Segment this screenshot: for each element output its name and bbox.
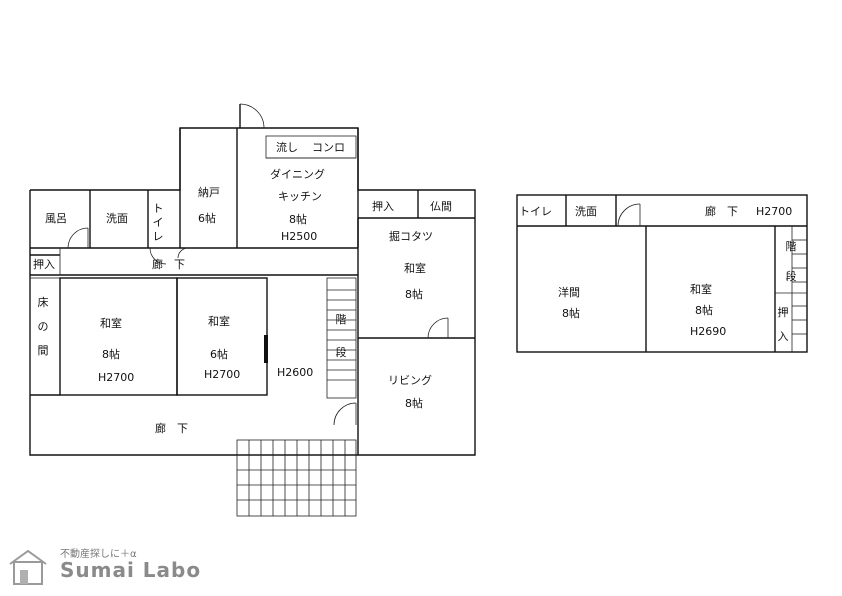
house-logo-icon — [9, 549, 47, 585]
label-stove: コンロ — [312, 141, 345, 154]
label-storage-size: 6帖 — [198, 212, 216, 225]
sumai-labo-logo: 不動産探しに＋α Sumai Labo — [8, 545, 228, 590]
label-washitsu2-size: 6帖 — [210, 348, 228, 361]
label-tokonoma: 床 の 間 — [38, 295, 49, 357]
label-dining-1: ダイニング — [270, 167, 325, 181]
label-tokonoma-1: 床 — [38, 295, 49, 309]
label-hallway-bottom: 廊 下 — [155, 421, 188, 435]
label-butsuma: 仏間 — [430, 200, 452, 213]
label-washitsu1-size: 8帖 — [102, 348, 120, 361]
label-washitsu2-height: H2700 — [204, 368, 240, 381]
label-tokonoma-3: 間 — [38, 344, 49, 357]
label-f2-closet: 押 入 — [778, 305, 789, 343]
label-tokonoma-2: の — [38, 320, 49, 333]
label-closet-left: 押入 — [33, 257, 55, 271]
stairs-floor1 — [326, 277, 357, 399]
label-f2-washitsu-height: H2690 — [690, 325, 726, 338]
label-f2-closet-2: 入 — [778, 330, 789, 343]
label-kotatsu-room: 和室 — [404, 261, 426, 275]
floor-2: トイレ 洗面 廊 下 H2700 洋間 8帖 和室 8帖 H2690 階 段 押… — [516, 194, 808, 353]
label-f2-washroom: 洗面 — [575, 205, 597, 218]
label-bath: 風呂 — [45, 212, 67, 225]
label-stairs-floor1: 階 段 — [336, 312, 347, 359]
label-kotatsu: 掘コタツ — [389, 229, 433, 243]
label-washitsu1: 和室 — [100, 316, 122, 330]
label-f2-washitsu-size: 8帖 — [695, 304, 713, 317]
label-toilet-2: イ — [153, 216, 164, 229]
label-f2-stairs-1: 階 — [786, 239, 797, 253]
label-hallway-top: 廊 下 — [152, 257, 185, 271]
deck-grid — [236, 439, 357, 517]
logo-tagline: 不動産探しに＋α — [60, 549, 137, 560]
label-stairs-1: 階 — [336, 312, 347, 326]
label-stairs-2: 段 — [336, 345, 347, 359]
label-washroom: 洗面 — [106, 212, 128, 225]
label-kotatsu-size: 8帖 — [405, 288, 423, 301]
label-f2-hallway: 廊 下 — [705, 204, 738, 218]
label-hall-height: H2600 — [277, 366, 313, 379]
label-toilet-3: レ — [153, 230, 164, 243]
label-closet-right: 押入 — [372, 199, 394, 213]
label-f2-youma: 洋間 — [558, 285, 580, 299]
label-living: リビング — [388, 373, 432, 387]
label-dining-height: H2500 — [281, 230, 317, 243]
label-living-size: 8帖 — [405, 397, 423, 410]
label-f2-hallway-height: H2700 — [756, 205, 792, 218]
label-f2-stairs-2: 段 — [786, 269, 797, 283]
stairs-floor2 — [791, 226, 807, 352]
floor-1: 風呂 洗面 ト イ レ 納戸 6帖 流し コンロ ダイニング キッチン 8帖 H… — [29, 103, 476, 517]
label-f2-closet-1: 押 — [778, 305, 789, 319]
label-sink: 流し — [276, 140, 298, 154]
label-toilet-1: ト — [153, 202, 164, 215]
label-f2-youma-size: 8帖 — [562, 307, 580, 320]
logo-brand: Sumai Labo — [60, 558, 202, 582]
label-toilet-vertical: ト イ レ — [153, 202, 164, 243]
label-f2-toilet: トイレ — [519, 205, 552, 218]
label-dining-size: 8帖 — [289, 213, 307, 226]
label-storage: 納戸 — [198, 186, 220, 199]
label-f2-stairs: 階 段 — [786, 239, 797, 283]
label-washitsu1-height: H2700 — [98, 371, 134, 384]
label-f2-washitsu: 和室 — [690, 282, 712, 296]
label-washitsu2: 和室 — [208, 314, 230, 328]
label-dining-2: キッチン — [278, 190, 322, 203]
